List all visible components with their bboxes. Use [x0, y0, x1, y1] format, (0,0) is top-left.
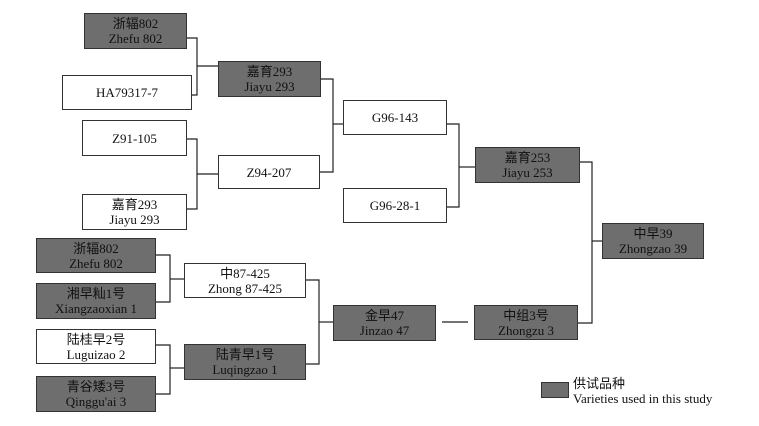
- node-en: G96-28-1: [369, 198, 421, 213]
- node-en: HA79317-7: [95, 85, 159, 100]
- bracket-jinzao47: [306, 279, 320, 365]
- node-en: Zhefu 802: [69, 255, 123, 271]
- node-en: Jiayu 293: [244, 79, 295, 94]
- node-zhefu-802-low: 浙辐802 Zhefu 802: [36, 238, 156, 273]
- node-zh: 金早47: [364, 308, 404, 323]
- node-zh: 湘早籼1号: [66, 286, 126, 301]
- node-zh: 陆桂早2号: [66, 331, 126, 347]
- node-en: Jiayu 293: [109, 212, 160, 227]
- node-en: Zhongzu 3: [498, 322, 554, 338]
- node-z91-105: Z91-105: [82, 120, 187, 156]
- legend-text: 供试品种 Varieties used in this study: [573, 376, 712, 406]
- node-en: Zhongzao 39: [618, 241, 688, 256]
- node-en: Luguizao 2: [66, 346, 126, 362]
- bracket-zhongzao39: [578, 161, 593, 324]
- node-jiayu-293-mid: 嘉育293 Jiayu 293: [218, 61, 321, 97]
- node-en: Z91-105: [112, 130, 157, 146]
- node-g96-28-1: G96-28-1: [343, 188, 447, 223]
- legend-swatch: [541, 382, 569, 398]
- node-zh: 嘉育293: [111, 197, 158, 212]
- node-zh: 青谷矮3号: [66, 379, 126, 394]
- node-en: Z94-207: [246, 164, 292, 180]
- bracket-z94207: [187, 138, 198, 210]
- node-en: Xiangzaoxian 1: [55, 301, 137, 316]
- node-zhong-87-425: 中87-425 Zhong 87-425: [184, 263, 306, 298]
- node-zhefu-802-top: 浙辐802 Zhefu 802: [84, 13, 187, 49]
- bracket-jiayu253: [447, 123, 460, 208]
- node-z94-207: Z94-207: [218, 155, 320, 189]
- node-jiayu-293-low: 嘉育293 Jiayu 293: [82, 194, 187, 230]
- node-en: G96-143: [371, 110, 419, 125]
- node-en: Zhong 87-425: [207, 280, 283, 296]
- node-g96-143: G96-143: [343, 100, 447, 135]
- node-xiangzaoxian-1: 湘早籼1号 Xiangzaoxian 1: [36, 283, 156, 319]
- node-zh: 嘉育253: [504, 150, 551, 165]
- node-zhongzu-3: 中组3号 Zhongzu 3: [474, 305, 578, 340]
- node-en: Zhefu 802: [108, 31, 163, 46]
- node-en: Jiayu 253: [502, 165, 553, 180]
- bracket-luqingzao1: [156, 344, 171, 395]
- node-jinzao-47: 金早47 Jinzao 47: [333, 305, 436, 341]
- node-zh: 中87-425: [220, 265, 270, 281]
- bracket-zhong87425: [156, 254, 171, 303]
- node-en: Qinggu'ai 3: [65, 394, 127, 409]
- node-zh: 陆青早1号: [215, 347, 275, 362]
- bracket-g96143: [320, 78, 334, 173]
- node-zh: 中早39: [633, 226, 673, 241]
- node-jiayu-253: 嘉育253 Jiayu 253: [475, 147, 580, 183]
- legend-zh: 供试品种: [573, 376, 626, 391]
- node-qingguai-3: 青谷矮3号 Qinggu'ai 3: [36, 376, 156, 412]
- node-zh: 嘉育293: [246, 64, 293, 79]
- node-ha79317-7: HA79317-7: [62, 75, 192, 110]
- legend-en: Varieties used in this study: [573, 391, 713, 406]
- node-zh: 中组3号: [503, 307, 549, 323]
- node-luguizao-2: 陆桂早2号 Luguizao 2: [36, 329, 156, 364]
- node-zh: 浙辐802: [112, 16, 159, 31]
- node-en: Jinzao 47: [359, 323, 410, 338]
- node-luqingzao-1: 陆青早1号 Luqingzao 1: [184, 344, 306, 380]
- node-zhongzao-39: 中早39 Zhongzao 39: [602, 223, 704, 259]
- node-en: Luqingzao 1: [212, 362, 278, 377]
- node-zh: 浙辐802: [73, 240, 119, 256]
